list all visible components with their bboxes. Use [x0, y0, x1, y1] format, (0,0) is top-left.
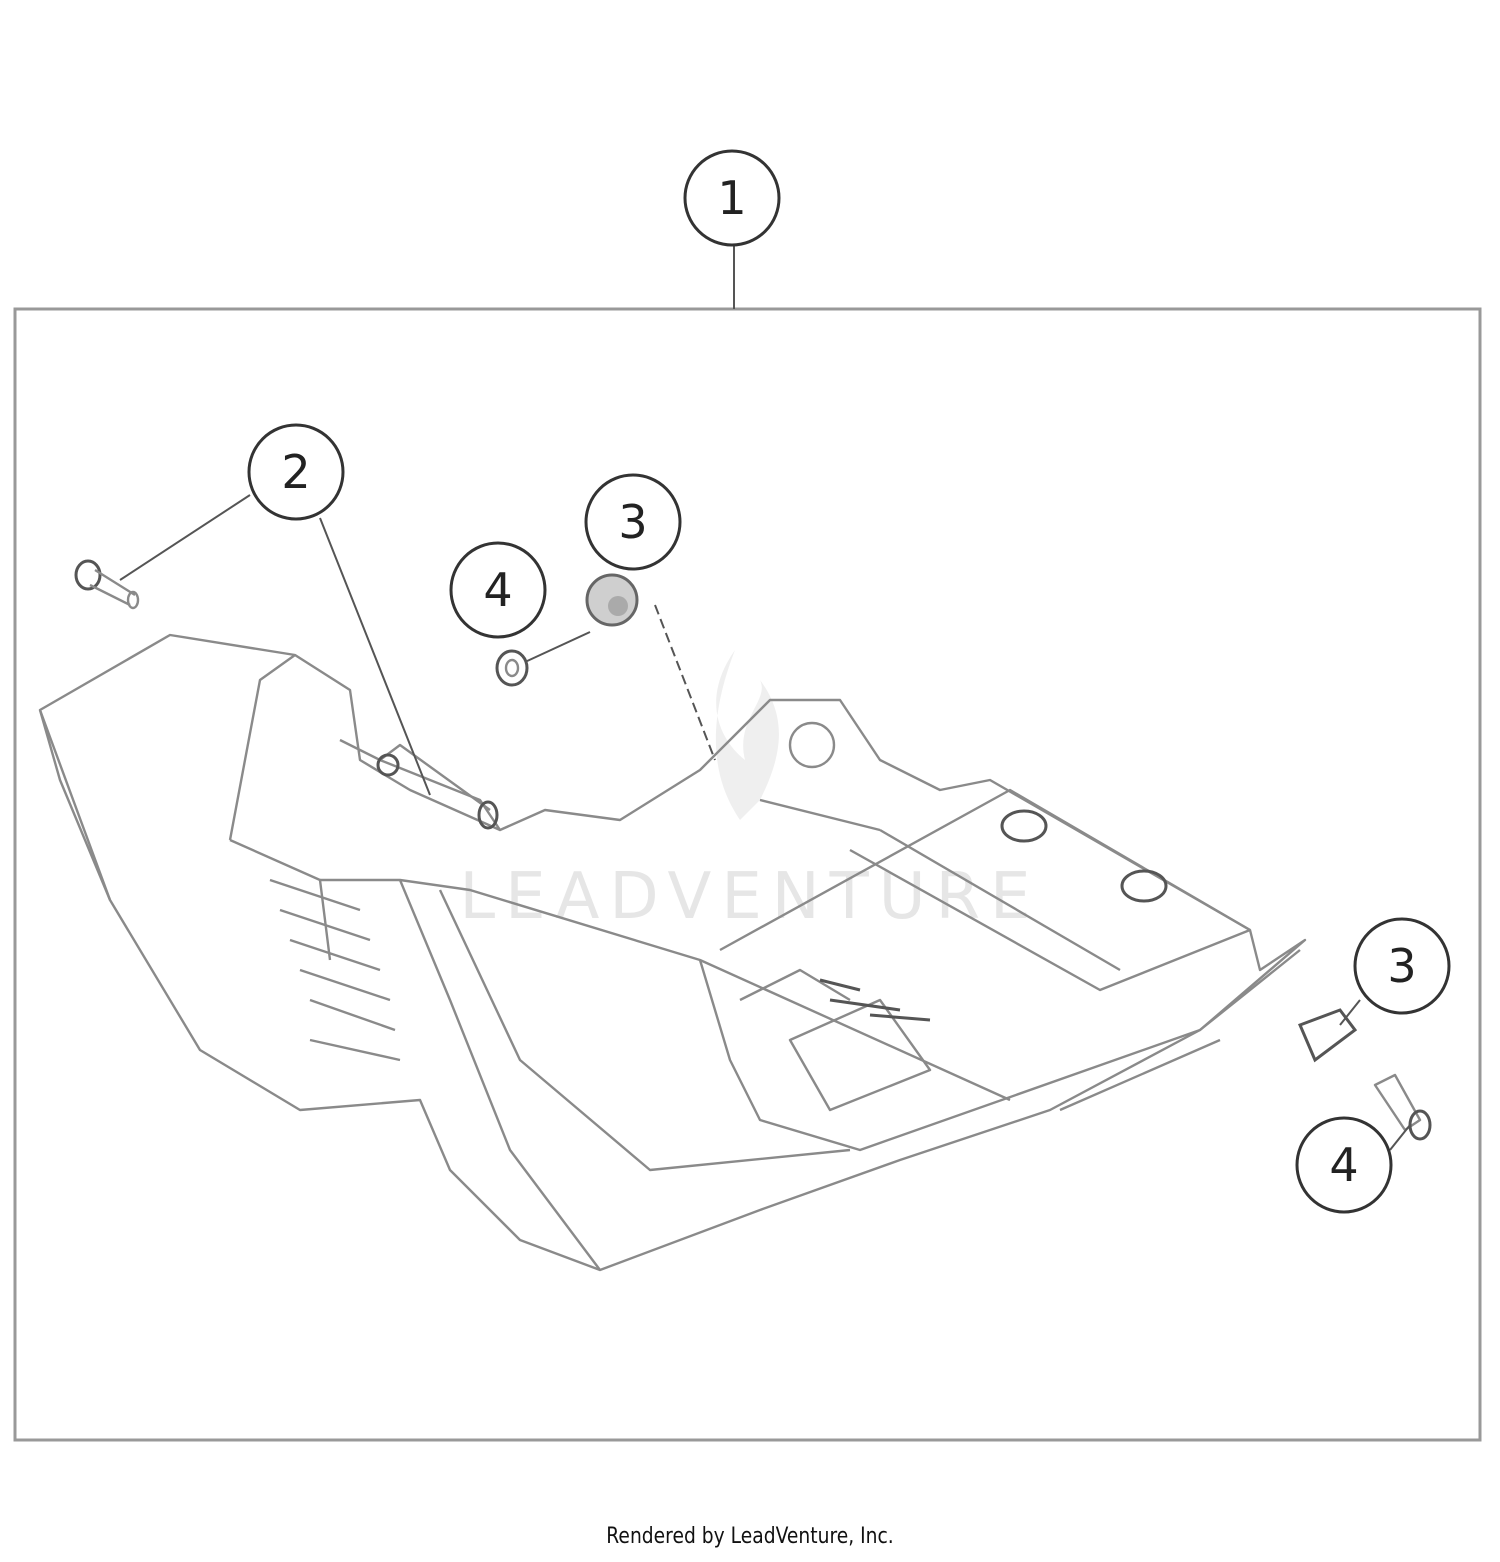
callout-4-right-label: 4 — [1329, 1138, 1358, 1192]
screw-2 — [74, 559, 140, 610]
callout-4-top[interactable]: 4 — [449, 541, 547, 639]
nut-3-right — [1298, 1008, 1358, 1063]
sleeve-4-right — [1373, 1073, 1432, 1141]
callout-1[interactable]: 1 — [683, 149, 781, 247]
callout-2-leader-a — [119, 494, 251, 581]
callout-3-right-leader — [1339, 999, 1361, 1026]
watermark-text: LEADVENTURE — [460, 860, 1041, 934]
callout-3-top-label: 3 — [618, 495, 647, 549]
assembly-frame — [13, 307, 1482, 1442]
callout-2[interactable]: 2 — [247, 423, 345, 521]
footer-credit: Rendered by LeadVenture, Inc. — [606, 1524, 894, 1549]
skid-plate — [38, 633, 1307, 1272]
nut-3-top — [585, 573, 639, 627]
callout-4-right[interactable]: 4 — [1295, 1116, 1393, 1214]
callout-3-top[interactable]: 3 — [584, 473, 682, 571]
callout-4-top-leader — [524, 631, 591, 663]
callout-3-top-leader — [654, 604, 716, 761]
callout-2-leader-b — [319, 517, 431, 796]
callout-2-label: 2 — [281, 445, 310, 499]
callout-1-label: 1 — [717, 171, 746, 225]
leadventure-watermark: LEADVENTURE — [460, 650, 1041, 934]
washer-4-top — [495, 649, 529, 687]
callout-4-right-leader — [1389, 1124, 1411, 1151]
callout-4-top-label: 4 — [483, 563, 512, 617]
callout-3-right-label: 3 — [1387, 939, 1416, 993]
callout-3-right[interactable]: 3 — [1353, 917, 1451, 1015]
